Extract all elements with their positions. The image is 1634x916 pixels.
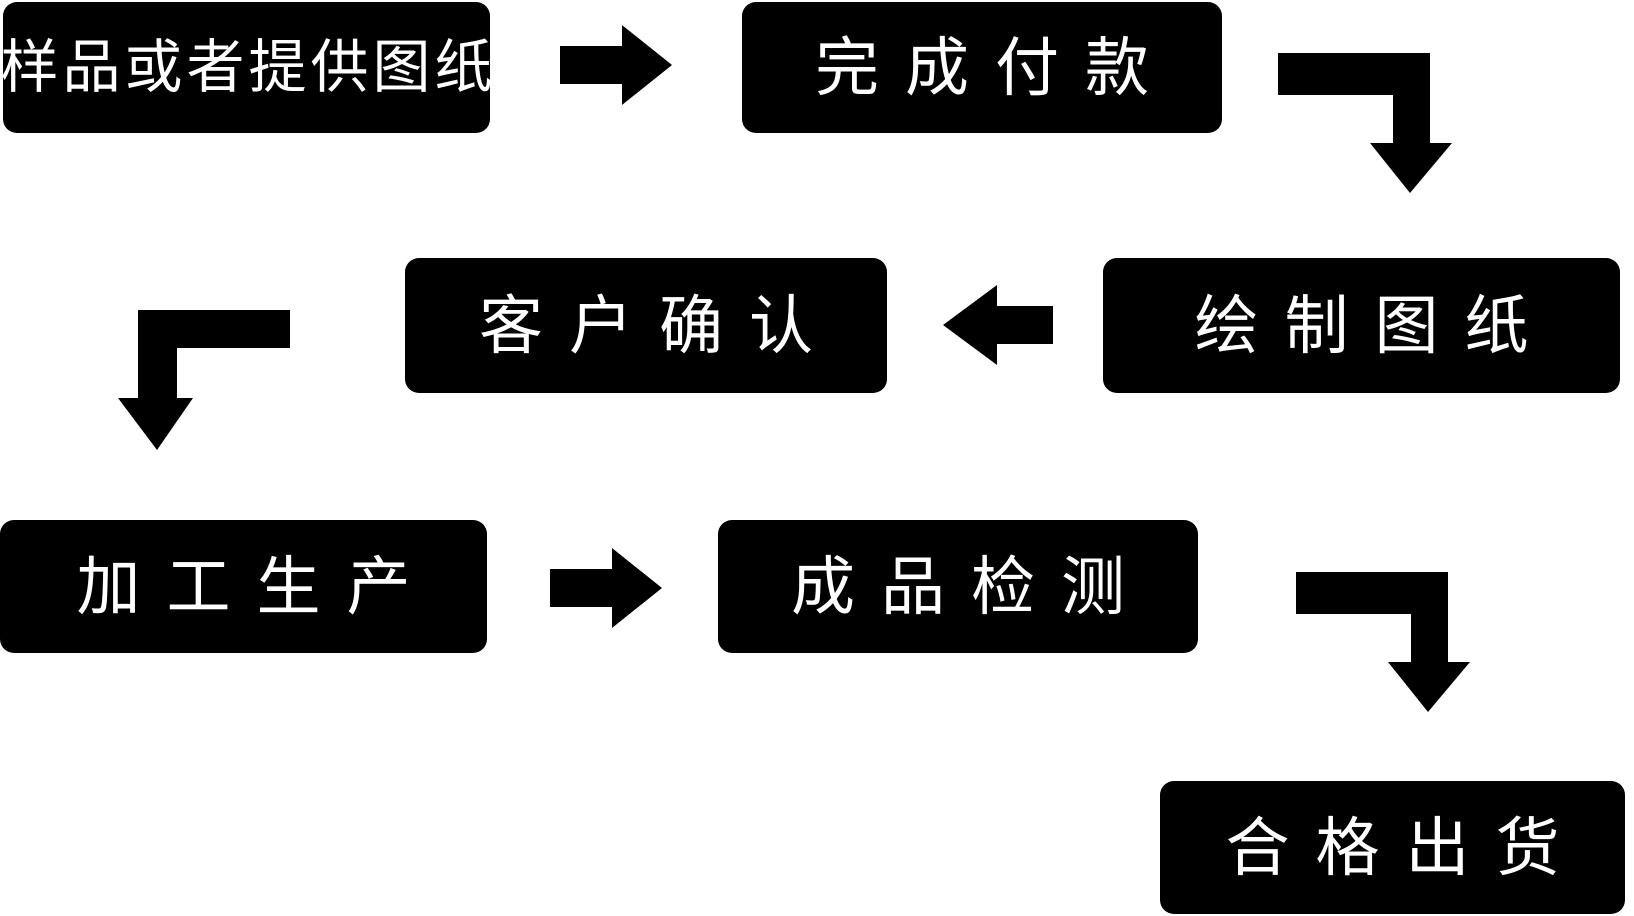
- node-label: 成品检测: [791, 550, 1151, 623]
- node-processing-production: 加工生产: [0, 520, 487, 653]
- node-draw-drawings: 绘制图纸: [1103, 258, 1620, 393]
- elbow-arrow-down-right-icon: [1278, 53, 1452, 193]
- node-qualified-shipment: 合格出货: [1160, 781, 1625, 914]
- node-label: 加工生产: [76, 550, 437, 623]
- node-label: 合格出货: [1225, 811, 1586, 884]
- node-sample-or-drawing: 样品或者提供图纸: [1, 2, 493, 133]
- elbow-arrow-down-right-icon: [1296, 572, 1470, 712]
- node-label: 完成付款: [815, 31, 1175, 104]
- node-label: 客户确认: [479, 289, 839, 362]
- node-complete-payment: 完成付款: [742, 2, 1222, 133]
- node-label: 绘制图纸: [1194, 289, 1555, 362]
- elbow-arrow-down-left-icon: [118, 310, 290, 450]
- arrow-right-icon: [560, 25, 672, 105]
- node-customer-confirmation: 客户确认: [405, 258, 887, 393]
- node-label: 样品或者提供图纸: [0, 34, 497, 100]
- node-product-inspection: 成品检测: [718, 520, 1198, 653]
- arrow-right-icon: [550, 548, 662, 628]
- arrow-left-icon: [943, 285, 1053, 365]
